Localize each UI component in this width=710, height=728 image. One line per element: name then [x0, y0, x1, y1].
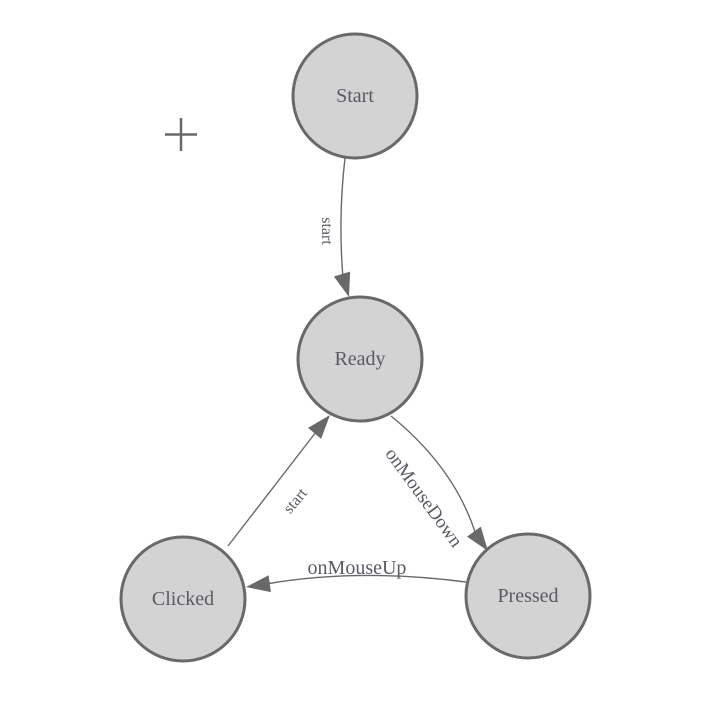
edge-start-to-ready-path[interactable]	[340, 157, 346, 279]
edge-pressed-to-clicked[interactable]: onMouseUp	[245, 557, 467, 595]
edge-label-pressed-to-clicked: onMouseUp	[308, 557, 407, 579]
state-node-clicked[interactable]: Clicked	[119, 535, 247, 663]
edge-clicked-to-ready-path[interactable]	[227, 431, 317, 547]
arrowhead-pressed-to-clicked	[246, 575, 271, 593]
arrowhead-start-to-ready	[333, 271, 351, 297]
edge-label-clicked-to-ready: start	[280, 485, 311, 517]
state-node-clicked-label: Clicked	[152, 588, 214, 610]
state-node-ready-circle[interactable]	[296, 295, 424, 423]
state-node-start-label: Start	[336, 85, 374, 107]
edge-start-to-ready[interactable]: start	[318, 157, 357, 299]
state-node-ready[interactable]: Ready	[296, 295, 424, 423]
state-node-start[interactable]: Start	[291, 32, 419, 160]
plus-icon[interactable]	[165, 118, 197, 151]
edge-pressed-to-clicked-path[interactable]	[265, 574, 467, 585]
edge-ready-to-pressed[interactable]: onMouseDown	[381, 415, 495, 556]
state-node-pressed[interactable]: Pressed	[464, 532, 592, 660]
edge-ready-to-pressed-path[interactable]	[390, 415, 477, 536]
arrowhead-ready-to-pressed	[467, 526, 488, 551]
state-node-start-circle[interactable]	[291, 32, 419, 160]
edge-label-start-to-ready: start	[318, 217, 335, 245]
state-node-pressed-label: Pressed	[497, 585, 558, 607]
state-node-ready-label: Ready	[334, 348, 385, 370]
edge-label-ready-to-pressed: onMouseDown	[381, 444, 467, 552]
arrowhead-clicked-to-ready	[308, 415, 330, 439]
state-node-pressed-circle[interactable]	[464, 532, 592, 660]
state-node-clicked-circle[interactable]	[119, 535, 247, 663]
edge-clicked-to-ready[interactable]: start	[227, 410, 337, 547]
